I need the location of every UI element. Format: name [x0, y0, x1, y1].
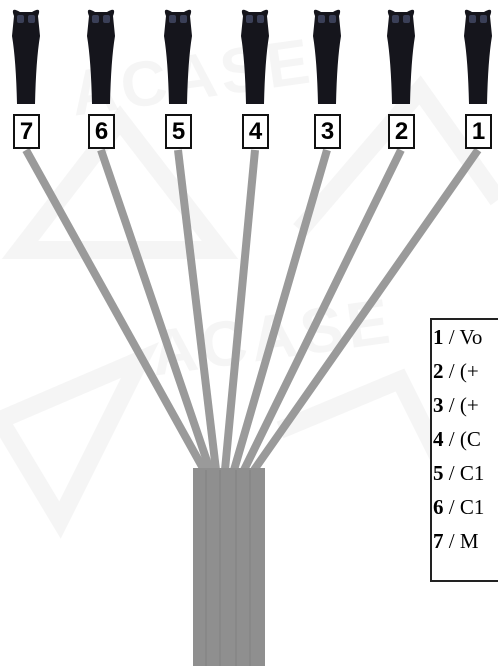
wire-7	[22, 148, 208, 472]
legend-number: 6	[433, 495, 444, 519]
legend-text: / (C	[443, 427, 481, 451]
connector-group	[12, 9, 492, 104]
legend-number: 2	[433, 359, 444, 383]
legend-row: 2 / (+	[432, 354, 498, 388]
legend-row: 4 / (C	[432, 422, 498, 456]
legend-text: / Vo	[443, 325, 483, 349]
connector-5	[164, 9, 192, 104]
connector-number-label: 6	[88, 114, 115, 149]
connector-1	[464, 9, 492, 104]
wire-5	[174, 149, 220, 471]
connector-number-label: 7	[13, 114, 40, 149]
cable-trunk	[193, 468, 265, 666]
connector-2	[387, 9, 415, 104]
legend-row: 1 / Vo	[432, 320, 498, 354]
legend-row: 3 / (+	[432, 388, 498, 422]
legend-text: / (+	[443, 393, 479, 417]
pin-legend: 1 / Vo 2 / (+ 3 / (+ 4 / (C 5 / C1 6 / C…	[430, 318, 498, 582]
wire-6	[97, 148, 214, 472]
legend-row: 6 / C1	[432, 490, 498, 524]
connector-number-label: 1	[465, 114, 492, 149]
connector-number-label: 5	[165, 114, 192, 149]
connector-6	[87, 9, 115, 104]
wire-2	[240, 148, 405, 472]
legend-number: 5	[433, 461, 444, 485]
wire-4	[221, 149, 259, 471]
connector-number-label: 2	[388, 114, 415, 149]
legend-number: 7	[433, 529, 444, 553]
legend-text: / M	[443, 529, 479, 553]
legend-number: 3	[433, 393, 444, 417]
legend-number: 1	[433, 325, 444, 349]
connector-7	[12, 9, 40, 104]
legend-number: 4	[433, 427, 444, 451]
wire-3	[230, 148, 331, 472]
legend-text: / C1	[443, 495, 485, 519]
connector-4	[241, 9, 269, 104]
connector-number-label: 4	[242, 114, 269, 149]
connector-number-label: 3	[314, 114, 341, 149]
legend-row: 5 / C1	[432, 456, 498, 490]
legend-row: 7 / M	[432, 524, 498, 558]
wire-group	[22, 147, 482, 473]
legend-text: / C1	[443, 461, 485, 485]
connector-3	[313, 9, 341, 104]
wire-1	[250, 147, 482, 473]
legend-text: / (+	[443, 359, 479, 383]
